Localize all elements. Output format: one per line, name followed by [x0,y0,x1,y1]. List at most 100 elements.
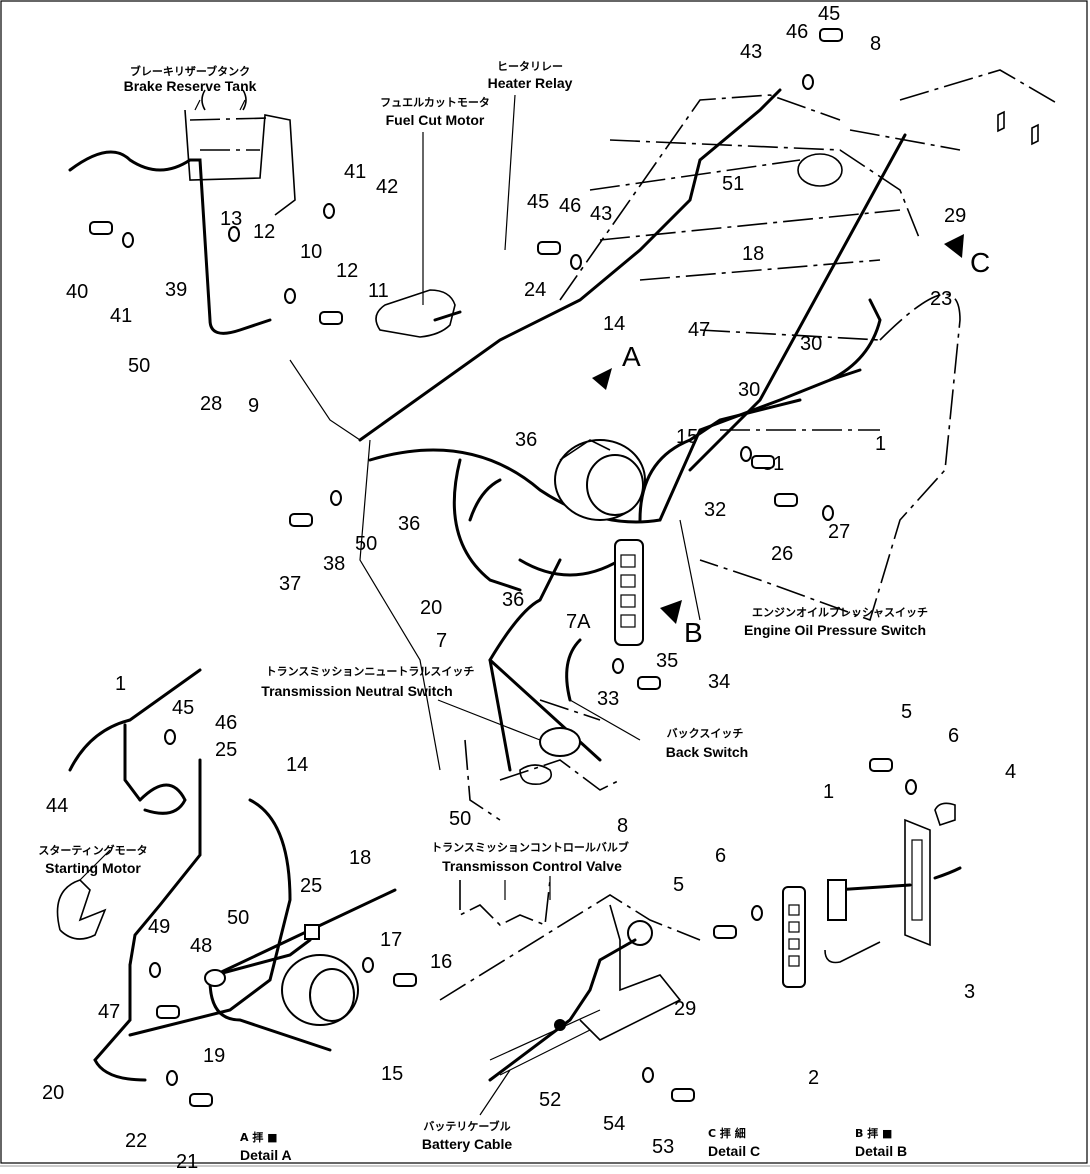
svg-text:バックスイッチ: バックスイッチ [667,727,744,740]
main-harness [68,88,907,772]
washer-icon [740,446,752,462]
svg-text:B 拝 ■: B 拝 ■ [855,1126,892,1140]
part-number-detail-a: 44 [46,795,68,817]
bolt-icon [189,1093,213,1107]
part-number-main: 20 [420,597,442,619]
svg-text:ヒータリレー: ヒータリレー [497,60,563,73]
fastener-icons [89,28,917,1107]
part-number-detail-c: 52 [539,1089,561,1111]
part-number-detail-a: 18 [349,847,371,869]
part-number-main: 15 [676,426,698,448]
bolt-icon [869,758,893,772]
part-number-main: 9 [248,395,259,417]
part-number-main: 50 [355,533,377,555]
part-number-detail-a: 48 [190,935,212,957]
part-number-main: 37 [279,573,301,595]
part-number-detail-a: 25 [215,739,237,761]
part-number-detail-c: 5 [673,874,684,896]
part-number-detail-c: 29 [674,998,696,1020]
part-number-main: 1 [875,433,886,455]
svg-text:Detail A: Detail A [240,1147,292,1163]
bolt-icon [89,221,113,235]
svg-text:トランスミッションコントロールバルブ: トランスミッションコントロールバルブ [431,840,629,854]
washer-icon [228,226,240,242]
bolt-icon [319,311,343,325]
part-number-detail-b: 1 [823,781,834,803]
bolt-icon [393,973,417,987]
part-number-main: 46 [786,21,808,43]
part-number-main: 7A [566,611,591,633]
part-number-main: 27 [828,521,850,543]
part-number-main: 18 [742,243,764,265]
part-number-main: 45 [818,3,840,25]
part-number-detail-c: 53 [652,1136,674,1158]
part-number-main: 8 [617,815,628,837]
label-transmission-neutral-switch: トランスミッションニュートラルスイッチ Transmission Neutral… [261,665,474,699]
part-number-main: 50 [449,808,471,830]
part-number-detail-b: 2 [808,1067,819,1089]
part-number-detail-a: 50 [227,907,249,929]
part-number-main: 13 [220,208,242,230]
brake-reserve-tank [184,89,296,216]
label-fuel-cut-motor: フュエルカットモータ Fuel Cut Motor [380,96,490,128]
label-detail-a: A 拝 ■ Detail A [240,1130,292,1163]
part-number-main: 36 [502,589,524,611]
part-number-main: 42 [376,176,398,198]
label-starting-motor: スターティングモータ Starting Motor [38,843,147,876]
washer-icon [122,232,134,248]
bolt-icon [819,28,843,42]
part-number-main: 46 [559,195,581,217]
part-number-main: 40 [66,281,88,303]
washer-icon [330,490,342,506]
bolt-icon [713,925,737,939]
label-engine-oil-pressure-switch: エンジンオイルプレッシャスイッチ Engine Oil Pressure Swi… [744,605,928,638]
part-number-detail-a: 20 [42,1082,64,1104]
part-number-main: 7 [436,630,447,652]
part-number-main: 33 [597,688,619,710]
washer-icon [905,779,917,795]
detail-a-drawing [56,668,397,1082]
part-number-detail-b: 6 [948,725,959,747]
part-number-detail-a: 25 [300,875,322,897]
part-number-main: 51 [722,173,744,195]
svg-text:A 拝 ■: A 拝 ■ [240,1130,278,1144]
part-number-main: 45 [527,191,549,213]
view-arrow-a-icon [592,368,612,390]
washer-icon [166,1070,178,1086]
part-number-main: 43 [740,41,762,63]
leader-lines [79,94,701,1116]
view-arrow-c-icon [944,234,964,258]
bolt-icon [289,513,313,527]
svg-text:バッテリケーブル: バッテリケーブル [423,1119,510,1133]
svg-text:Battery Cable: Battery Cable [422,1136,512,1152]
part-number-main: 39 [165,279,187,301]
part-number-detail-a: 17 [380,929,402,951]
part-number-detail-a: 19 [203,1045,225,1067]
annotation-labels: ブレーキリザーブタンク Brake Reserve Tank ヒータリレー He… [38,60,928,1163]
detail-c-drawing [439,894,701,1082]
part-number-main: 38 [323,553,345,575]
fuel-cut-motor [375,289,462,338]
svg-text:Heater Relay: Heater Relay [488,75,573,91]
label-detail-b: B 拝 ■ Detail B [855,1126,907,1159]
part-number-main: 34 [708,671,730,693]
part-number-detail-a: 21 [176,1151,198,1173]
part-number-main: 43 [590,203,612,225]
svg-text:Starting Motor: Starting Motor [45,860,141,876]
part-number-detail-a: 46 [215,712,237,734]
washer-icon [323,203,335,219]
svg-text:Back Switch: Back Switch [666,744,748,760]
washer-icon [642,1067,654,1083]
part-number-main: 36 [515,429,537,451]
part-number-main: 26 [771,543,793,565]
detail-b-drawing [782,802,962,988]
part-number-detail-b: 5 [901,701,912,723]
bolt-icon [537,241,561,255]
washer-icon [149,962,161,978]
svg-text:スターティングモータ: スターティングモータ [38,843,147,857]
part-number-main: 32 [704,499,726,521]
bolt-icon [637,676,661,690]
view-arrow-b-icon [660,600,682,624]
